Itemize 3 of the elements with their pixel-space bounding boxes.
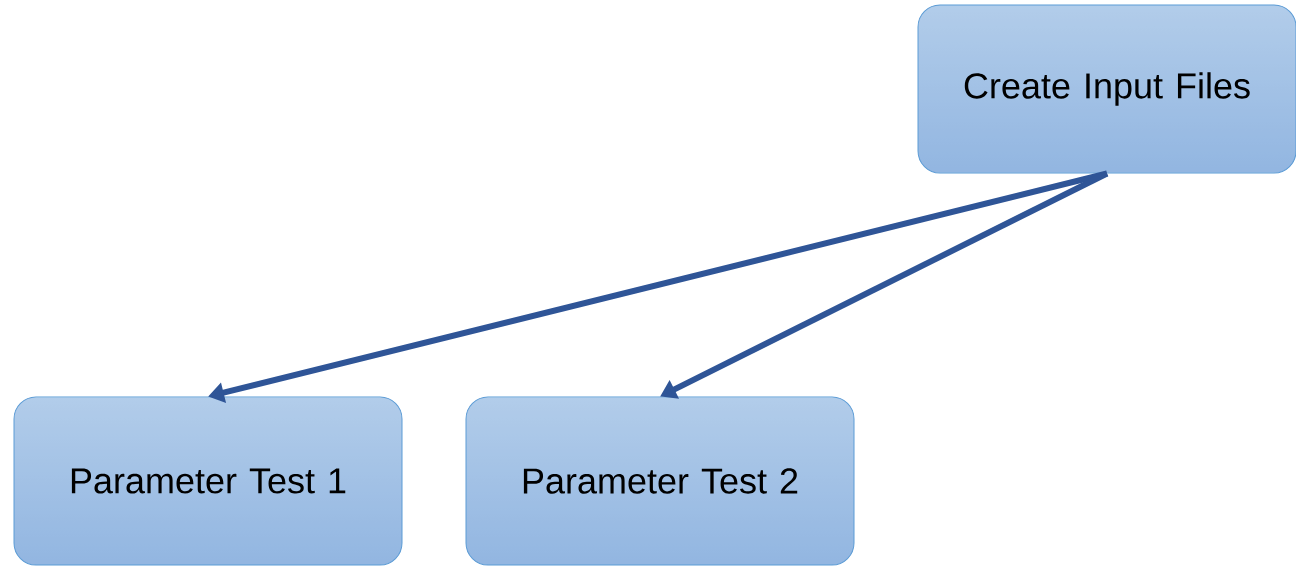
process-box: Parameter Test 1 <box>13 396 403 566</box>
process-box: Create Input Files <box>917 4 1296 174</box>
process-box: Parameter Test 2 <box>465 396 855 566</box>
